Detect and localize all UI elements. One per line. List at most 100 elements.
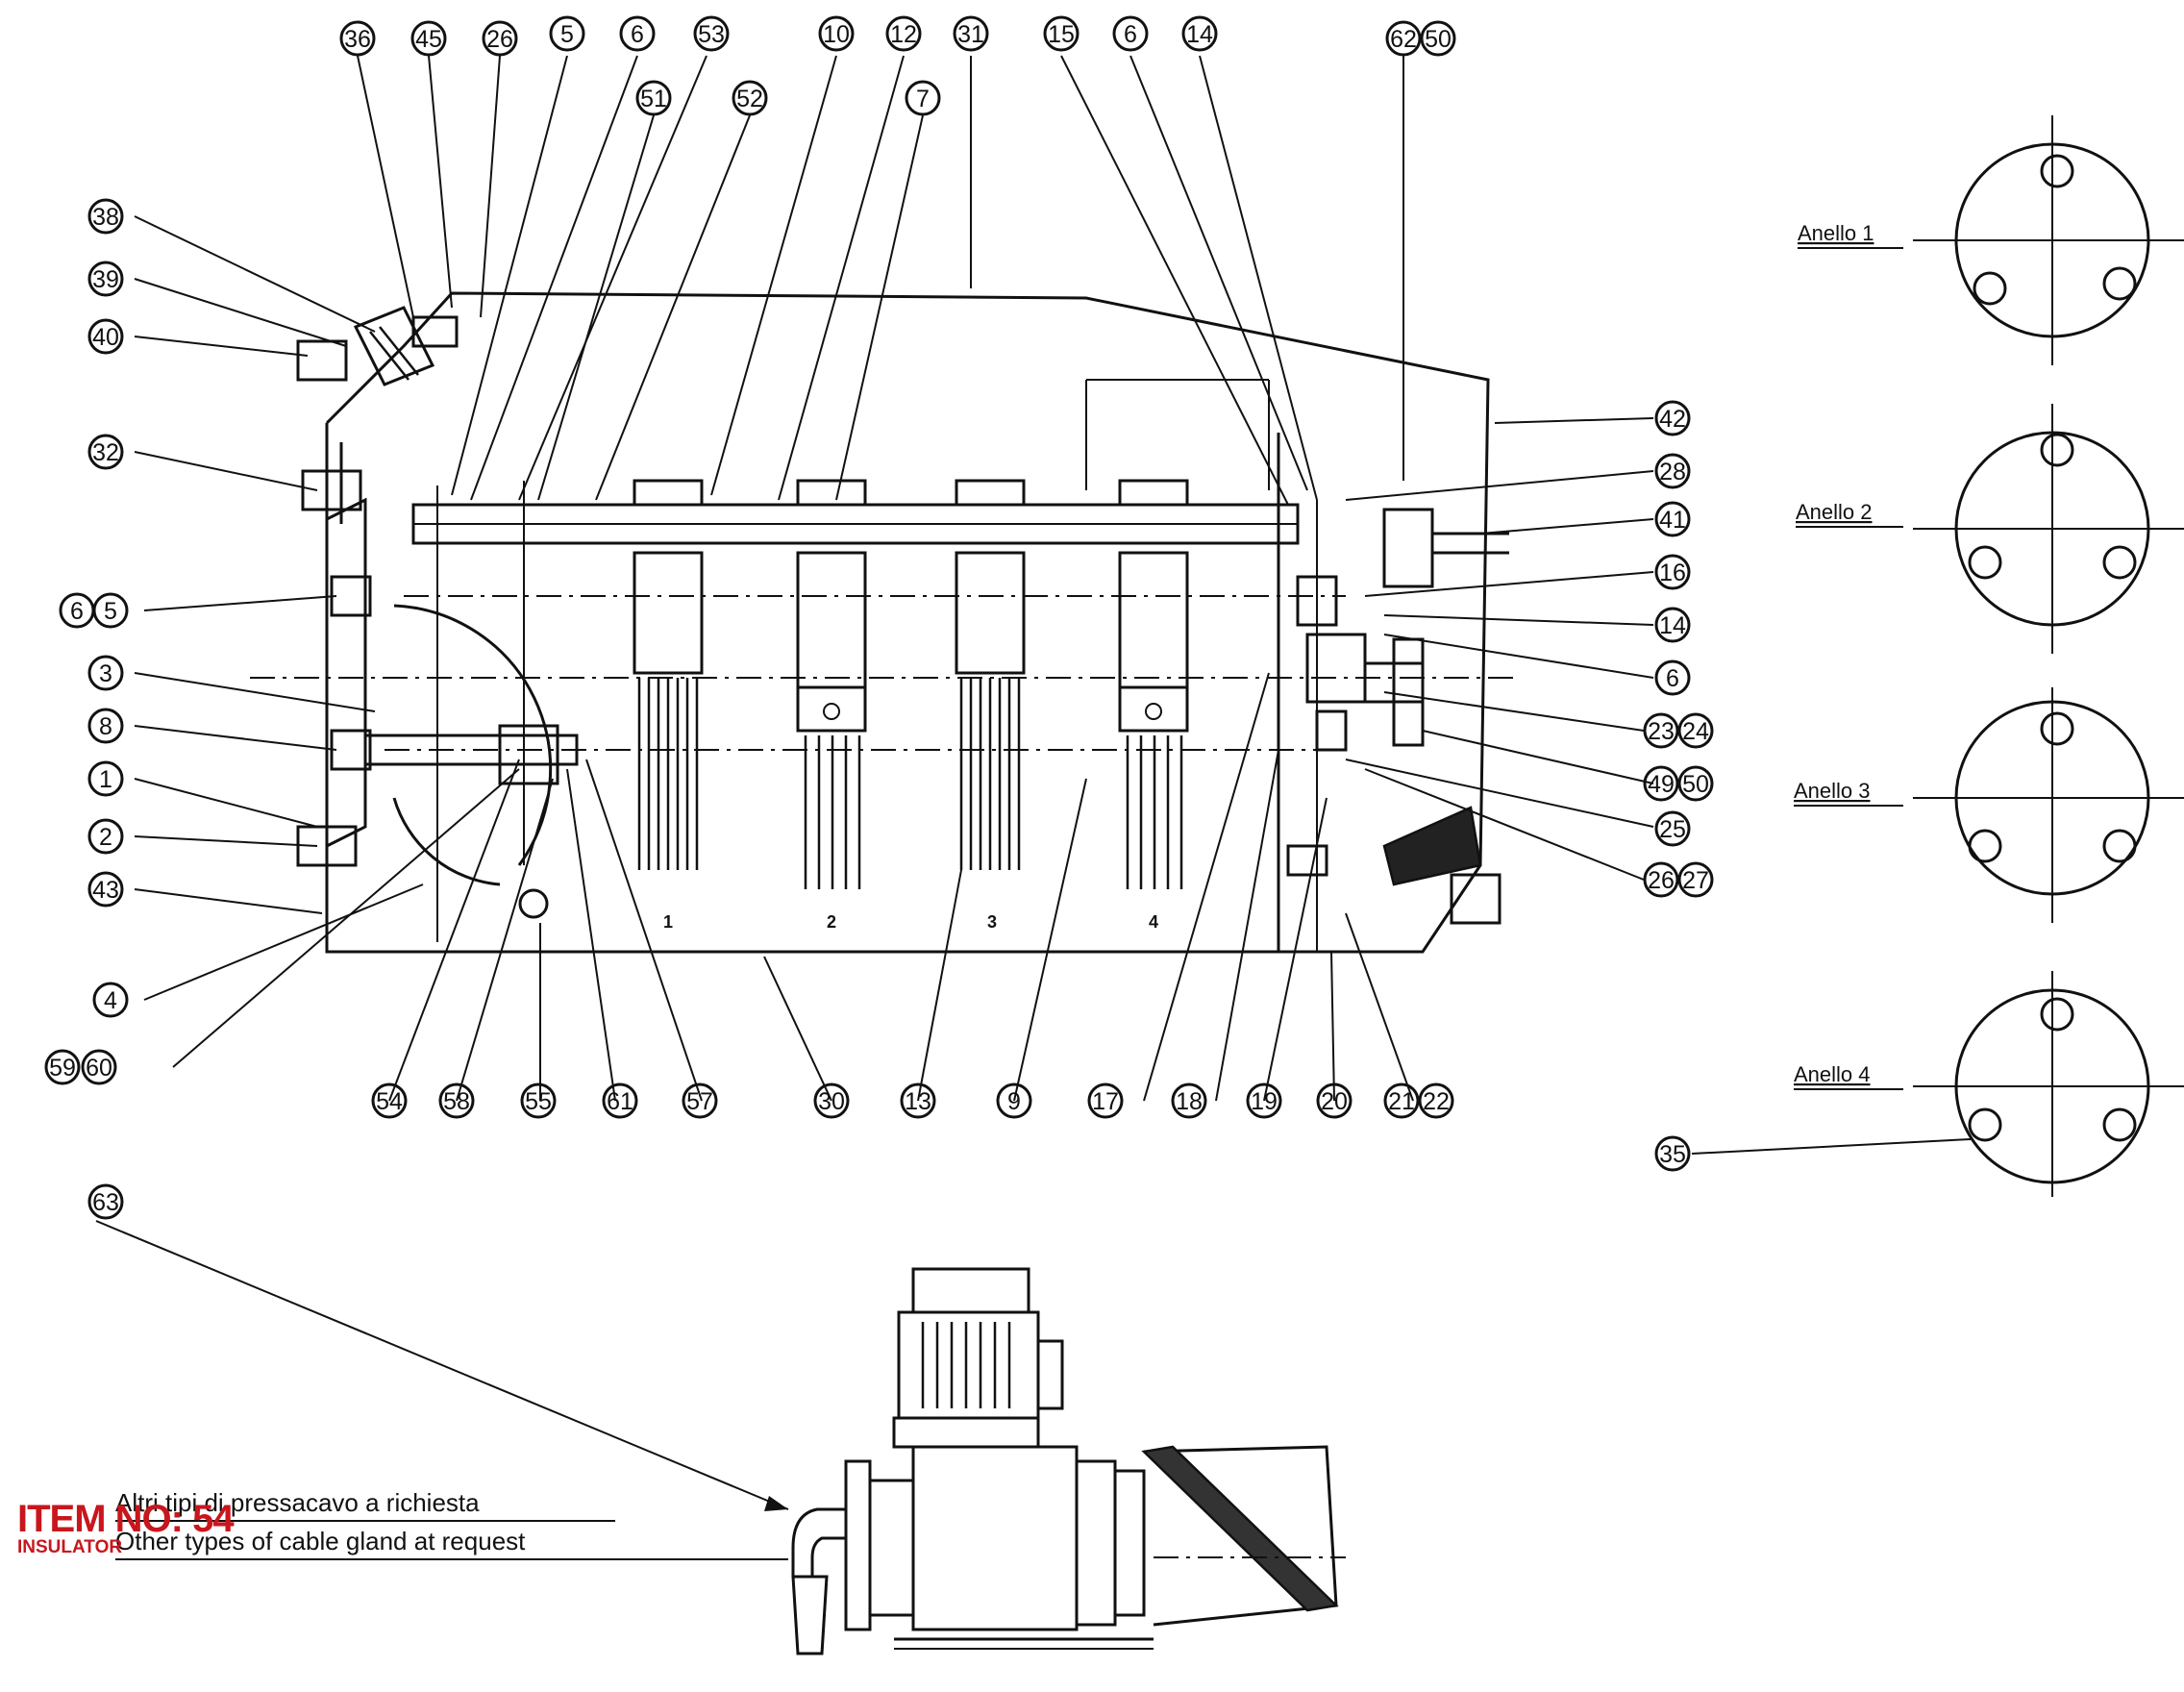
item-stamp: ITEM NO: 54 INSULATOR [17, 1498, 235, 1557]
item-number: ITEM NO: 54 [17, 1498, 235, 1540]
callout-53-text: 53 [698, 21, 725, 48]
callout-6b [1112, 15, 1149, 52]
slot-2-label: 2 [827, 912, 836, 932]
callout-19-text: 19 [1251, 1088, 1278, 1115]
callout-6d-text: 6 [1666, 665, 1679, 692]
note-english: Other types of cable gland at request [115, 1527, 526, 1555]
callout-36 [339, 20, 376, 57]
callout-27 [1677, 861, 1714, 898]
callout-42 [1654, 400, 1691, 436]
callout-17 [1087, 1082, 1124, 1119]
note-italian: Altri tipi di pressacavo a richiesta [115, 1488, 480, 1517]
callout-6c-text: 6 [70, 598, 84, 625]
ring-1-label: Anello 1 [1798, 221, 1874, 245]
callout-14b-text: 14 [1659, 612, 1686, 639]
callout-62-text: 62 [1390, 26, 1417, 53]
callout-26b-text: 26 [1648, 867, 1675, 894]
callout-51-text: 51 [640, 86, 667, 112]
callout-42-text: 42 [1659, 406, 1686, 433]
callout-41-text: 41 [1659, 507, 1686, 534]
ring-details [1913, 115, 2184, 1197]
callout-9-text: 9 [1007, 1088, 1021, 1115]
callout-14a [1181, 15, 1218, 52]
callout-20 [1316, 1082, 1353, 1119]
slot-1-label: 1 [663, 912, 673, 932]
slot-3-label: 3 [987, 912, 997, 932]
callout-21 [1383, 1082, 1420, 1119]
callout-5b-text: 5 [104, 598, 117, 625]
callout-63-text: 63 [92, 1189, 119, 1216]
callout-22-text: 22 [1423, 1088, 1450, 1115]
callout-43 [87, 871, 124, 908]
callout-28 [1654, 453, 1691, 489]
callout-59 [44, 1049, 81, 1085]
callout-2 [87, 818, 124, 855]
callout-62 [1385, 20, 1422, 57]
callout-12-text: 12 [890, 21, 917, 48]
callout-10-text: 10 [823, 21, 850, 48]
callout-43-text: 43 [92, 877, 119, 904]
callout-52 [732, 80, 768, 116]
callouts: 36 45 26 5 6 53 10 12 31 15 6 14 62 50 5… [44, 15, 1714, 1220]
callout-26a [482, 20, 518, 57]
ring-3-label: Anello 3 [1794, 779, 1871, 803]
callout-53 [693, 15, 730, 52]
brush-holders [633, 479, 1189, 889]
callout-55-text: 55 [525, 1088, 552, 1115]
callout-57-text: 57 [686, 1088, 713, 1115]
callout-8 [87, 708, 124, 744]
callout-40 [87, 318, 124, 355]
callout-35-text: 35 [1659, 1141, 1686, 1168]
callout-17-text: 17 [1092, 1088, 1119, 1115]
callout-31 [953, 15, 989, 52]
callout-54-text: 54 [376, 1088, 403, 1115]
callout-19 [1246, 1082, 1282, 1119]
callout-50a-text: 50 [1425, 26, 1452, 53]
callout-18 [1171, 1082, 1207, 1119]
callout-35 [1654, 1135, 1691, 1172]
callout-18-text: 18 [1176, 1088, 1203, 1115]
callout-4-text: 4 [104, 987, 117, 1014]
callout-40-text: 40 [92, 324, 119, 351]
callout-6a-text: 6 [631, 21, 644, 48]
callout-1-text: 1 [99, 766, 112, 793]
callout-8-text: 8 [99, 713, 112, 740]
callout-23 [1643, 712, 1679, 749]
callout-15 [1043, 15, 1080, 52]
callout-15-text: 15 [1048, 21, 1075, 48]
callout-63 [87, 1183, 124, 1220]
callout-52-text: 52 [736, 86, 763, 112]
callout-5a [549, 15, 585, 52]
callout-7 [905, 80, 941, 116]
callout-24 [1677, 712, 1714, 749]
callout-41 [1654, 501, 1691, 537]
callout-60-text: 60 [86, 1055, 112, 1082]
callout-24-text: 24 [1682, 718, 1709, 745]
callout-54 [371, 1082, 408, 1119]
callout-50b-text: 50 [1682, 771, 1709, 798]
callout-16 [1654, 554, 1691, 590]
shaft-assembly [250, 481, 1519, 942]
housing-outline [325, 291, 1490, 954]
callout-51 [635, 80, 672, 116]
callout-49-text: 49 [1648, 771, 1675, 798]
callout-49 [1643, 765, 1679, 802]
callout-58-text: 58 [443, 1088, 470, 1115]
callout-27-text: 27 [1682, 867, 1709, 894]
callout-3-text: 3 [99, 660, 112, 687]
callout-16-text: 16 [1659, 560, 1686, 586]
callout-13-text: 13 [905, 1088, 931, 1115]
callout-32 [87, 434, 124, 470]
callout-60 [81, 1049, 117, 1085]
callout-38 [87, 198, 124, 235]
callout-45-text: 45 [415, 26, 442, 53]
callout-9 [996, 1082, 1032, 1119]
ring-2-label: Anello 2 [1796, 500, 1873, 524]
callout-30-text: 30 [818, 1088, 845, 1115]
callout-32-text: 32 [92, 439, 119, 466]
slot-4-label: 4 [1149, 912, 1158, 932]
callout-10 [818, 15, 855, 52]
callout-55 [520, 1082, 557, 1119]
